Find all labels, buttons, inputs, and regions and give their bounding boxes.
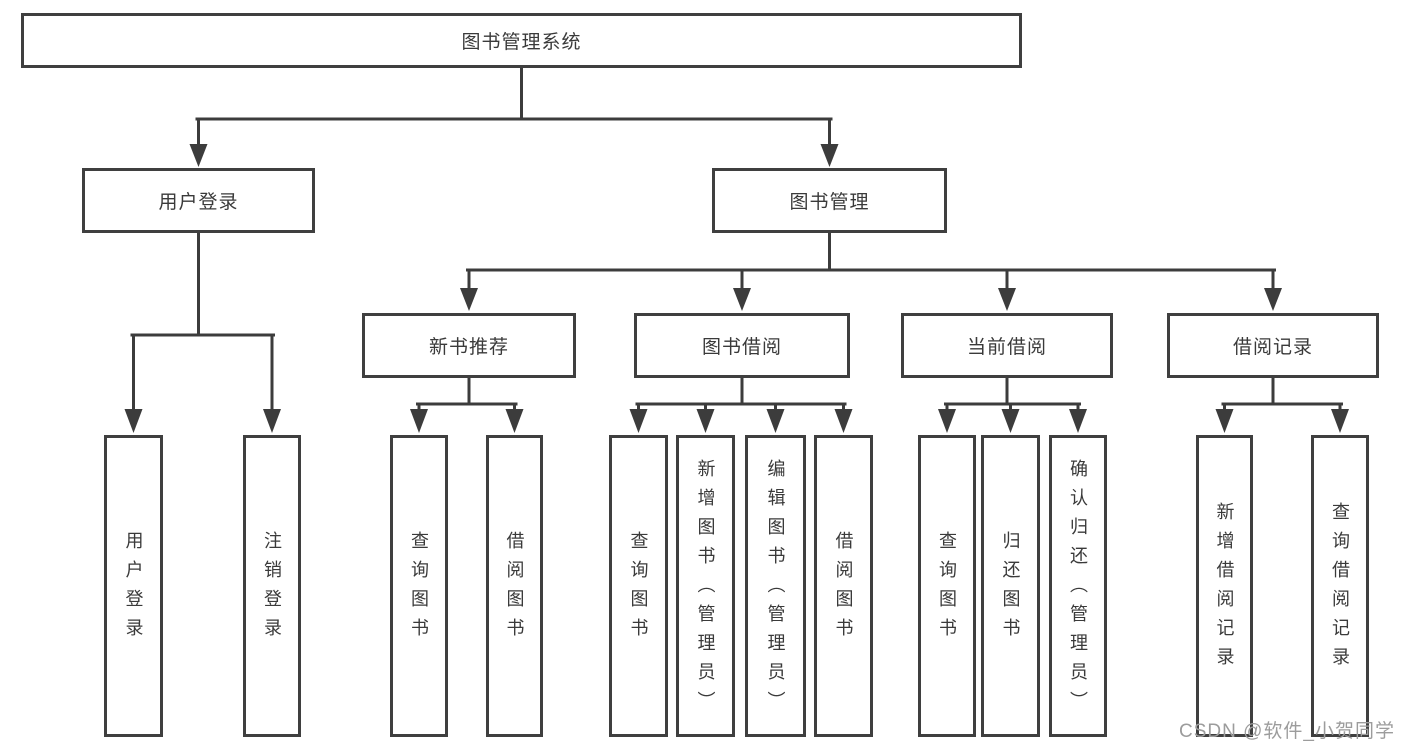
connector-newbooks-to-leaves bbox=[410, 376, 524, 433]
leaf-edit-book-admin: 编辑图书（管理员） bbox=[745, 435, 806, 737]
node-book-management: 图书管理 bbox=[712, 168, 947, 233]
leaf-add-borrow-record: 新增借阅记录 bbox=[1196, 435, 1253, 737]
node-borrowing-records: 借阅记录 bbox=[1167, 313, 1379, 378]
node-book-borrowing: 图书借阅 bbox=[634, 313, 850, 378]
leaf-add-book-admin: 新增图书（管理员） bbox=[676, 435, 735, 737]
leaf-query-books-3: 查询图书 bbox=[918, 435, 976, 737]
connector-borrowing-to-leaves bbox=[629, 376, 853, 433]
csdn-watermark: CSDN @软件_小贺同学 bbox=[1179, 721, 1395, 742]
node-system-root: 图书管理系统 bbox=[21, 13, 1022, 68]
leaf-user-login: 用户登录 bbox=[104, 435, 163, 737]
leaf-borrow-books-1: 借阅图书 bbox=[486, 435, 543, 737]
connector-current-to-leaves bbox=[938, 376, 1087, 433]
node-current-borrowing: 当前借阅 bbox=[901, 313, 1113, 378]
leaf-query-borrow-record: 查询借阅记录 bbox=[1311, 435, 1369, 737]
node-new-book-recommend: 新书推荐 bbox=[362, 313, 576, 378]
leaf-logout: 注销登录 bbox=[243, 435, 301, 737]
leaf-confirm-return-admin: 确认归还（管理员） bbox=[1049, 435, 1107, 737]
leaf-query-books-2: 查询图书 bbox=[609, 435, 668, 737]
leaf-return-book: 归还图书 bbox=[981, 435, 1040, 737]
node-user-login: 用户登录 bbox=[82, 168, 315, 233]
connector-records-to-leaves bbox=[1215, 376, 1349, 433]
leaf-borrow-books-2: 借阅图书 bbox=[814, 435, 873, 737]
connector-root-to-level2 bbox=[189, 66, 839, 167]
leaf-query-books-1: 查询图书 bbox=[390, 435, 448, 737]
connector-userlogin-to-leaves bbox=[124, 231, 281, 433]
connector-bookmgmt-to-level3 bbox=[460, 231, 1282, 311]
